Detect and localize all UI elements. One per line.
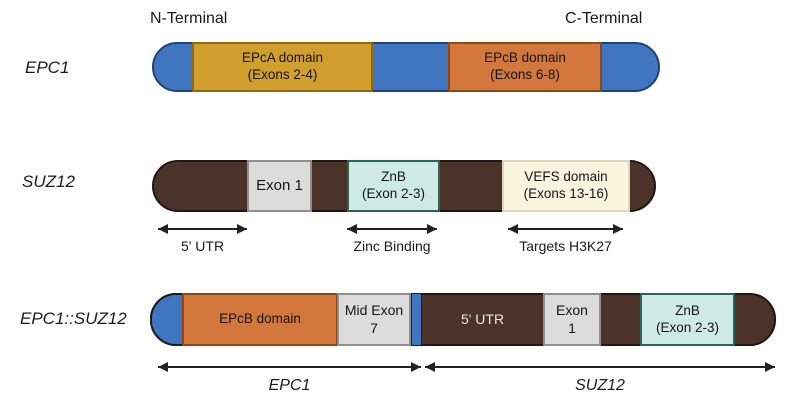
c-terminal-label: C-Terminal (565, 10, 643, 27)
targets-h3k27-annotation: Targets H3K27 (519, 238, 612, 254)
five-prime-utr-annotation: 5' UTR (180, 238, 225, 254)
arrow-head-right-icon (765, 362, 775, 372)
suz12-znb-box: ZnB (Exon 2-3) (347, 160, 440, 212)
suz12-vefs-name: VEFS domain (524, 169, 608, 185)
fusion-exon1-line1: Exon (556, 302, 588, 318)
fusion-epcb-name: EPcB domain (219, 311, 301, 327)
epc1-span-arrow (158, 362, 421, 372)
fusion-mid-exon7-box: Mid Exon 7 (337, 293, 411, 346)
epca-domain-box: EPcA domain (Exons 2-4) (192, 42, 373, 92)
fusion-blue-cap (150, 293, 184, 346)
arrow-head-right-icon (427, 224, 437, 234)
n-terminal-label: N-Terminal (150, 10, 228, 27)
fusion-row-label: EPC1::SUZ12 (20, 309, 127, 328)
arrow-head-left-icon (158, 224, 168, 234)
arrow-head-right-icon (237, 224, 247, 234)
fusion-znb-exons: (Exon 2-3) (655, 319, 720, 335)
arrow-head-left-icon (508, 224, 518, 234)
suz12-vefs-exons: (Exons 13-16) (523, 186, 609, 201)
fusion-znb-box: ZnB (Exon 2-3) (640, 293, 735, 346)
suz12-znb-name: ZnB (381, 169, 406, 185)
arrow-head-left-icon (158, 362, 168, 372)
fusion-mid-exon7-line2: 7 (370, 319, 378, 336)
suz12-exon1-box: Exon 1 (247, 160, 312, 212)
fusion-mid-exon7-line1: Mid Exon (344, 302, 404, 318)
fusion-znb-name: ZnB (675, 302, 700, 318)
targets-h3k27-range-arrow (508, 224, 623, 234)
suz12-vefs-box: VEFS domain (Exons 13-16) (502, 160, 630, 212)
fusion-5utr-label: 5' UTR (460, 310, 505, 327)
suz12-row-label: SUZ12 (22, 172, 75, 191)
epcb-domain-box: EPcB domain (Exons 6-8) (448, 42, 602, 92)
fusion-exon1-box: Exon 1 (543, 293, 601, 346)
fusion-epcb-box: EPcB domain (182, 293, 338, 346)
epcb-domain-exons: (Exons 6-8) (490, 67, 560, 82)
epc1-span-annotation: EPC1 (268, 377, 311, 394)
arrow-head-left-icon (347, 224, 357, 234)
epca-domain-exons: (Exons 2-4) (247, 67, 318, 82)
fusion-junction-strip (411, 293, 422, 346)
zinc-binding-annotation: Zinc Binding (353, 238, 431, 254)
five-prime-utr-range-arrow (158, 224, 247, 234)
fusion-exon1-line2: 1 (568, 319, 576, 336)
zinc-binding-range-arrow (347, 224, 437, 234)
epcb-domain-name: EPcB domain (484, 50, 566, 66)
suz12-span-arrow (425, 362, 775, 372)
suz12-znb-exons: (Exon 2-3) (361, 186, 426, 201)
arrow-head-right-icon (411, 362, 421, 372)
suz12-exon1-label: Exon 1 (256, 176, 303, 194)
suz12-span-annotation: SUZ12 (575, 377, 625, 394)
epca-domain-name: EPcA domain (241, 50, 324, 66)
arrow-head-right-icon (613, 224, 623, 234)
arrow-head-left-icon (425, 362, 435, 372)
epc1-row-label: EPC1 (25, 58, 70, 77)
